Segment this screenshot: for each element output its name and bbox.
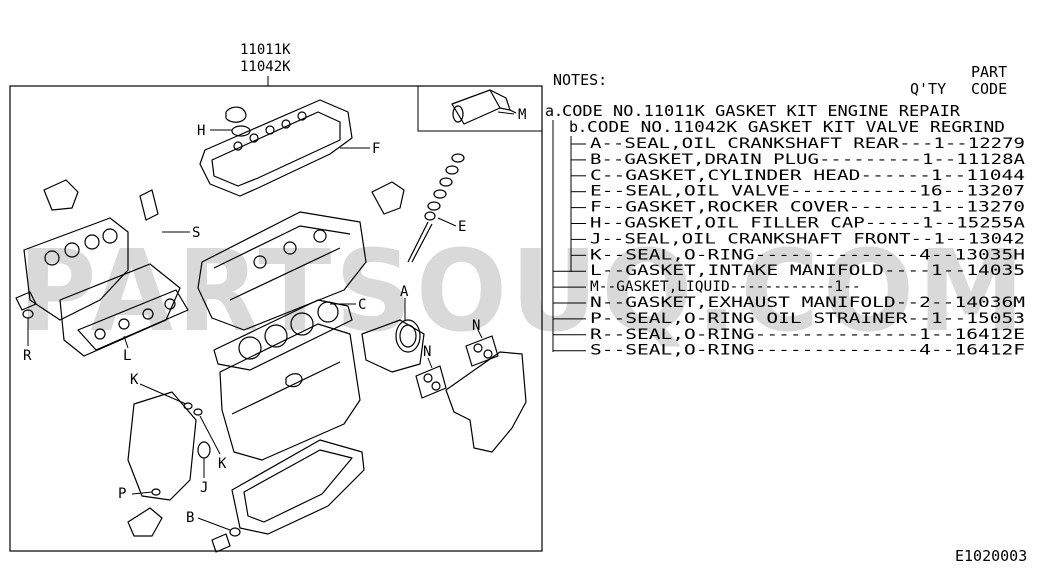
- leader-m: [497, 111, 515, 115]
- leader-p: [131, 491, 153, 495]
- oil-strainer-o-ring: [151, 488, 161, 496]
- parts-list-row: J--SEAL,OIL CRANKSHAFT FRONT--1--13042: [590, 231, 1025, 247]
- kit-code-11042k: 11042K: [240, 59, 291, 75]
- parts-list-row: C--GASKET,CYLINDER HEAD------1--11044: [590, 168, 1025, 184]
- o-ring-k1: [183, 402, 193, 410]
- kit-b-letter: b.: [569, 118, 587, 136]
- illustration-frame: [9, 85, 543, 552]
- exhaust-manifold-gasket-right: [465, 335, 499, 367]
- kit-a-description: CODE NO.11011K GASKET KIT ENGINE REPAIR: [562, 102, 961, 120]
- parts-tree-lines: [552, 120, 572, 352]
- liquid-gasket-tube: [451, 89, 517, 125]
- parts-list-row: P--SEAL,O-RING OIL STRAINER--1--15053: [590, 311, 1025, 327]
- leader-k1: [139, 383, 187, 405]
- parts-list-row: E--SEAL,OIL VALVE-----------16--13207: [590, 184, 1025, 200]
- valve-bracket: [371, 181, 405, 215]
- callout-l: L: [123, 348, 131, 364]
- oil-valve-seal: [407, 153, 465, 263]
- callout-b: B: [186, 510, 194, 526]
- callout-n1: N: [423, 344, 431, 360]
- callout-n2: N: [472, 318, 480, 334]
- parts-list-row: A--SEAL,OIL CRANKSHAFT REAR---1--12279: [590, 136, 1025, 152]
- qty-header: Q'TY: [910, 80, 946, 98]
- intake-manifold-gasket: [77, 289, 189, 351]
- leader-n2: [477, 329, 483, 339]
- o-ring-k2: [193, 408, 203, 416]
- drain-plug-gasket: [229, 527, 241, 537]
- crankshaft-rear-seal: [361, 319, 425, 373]
- callout-r: R: [23, 348, 32, 364]
- cylinder-block: [219, 323, 361, 461]
- callout-f: F: [372, 141, 380, 157]
- leader-e: [437, 217, 457, 227]
- leader-k2: [199, 415, 221, 455]
- liquid-gasket-inset-frame: [417, 86, 542, 132]
- oil-strainer: [127, 507, 163, 537]
- callout-j: J: [200, 480, 208, 496]
- sensor-r: [15, 291, 37, 311]
- watermark: PARTSOUQ.COM: [18, 227, 1028, 357]
- notes-label: NOTES:: [553, 71, 607, 89]
- parts-list-row: S--SEAL,O-RING--------------4--16412F: [590, 343, 1025, 359]
- parts-list-row: F--GASKET,ROCKER COVER-------1--13270: [590, 200, 1025, 216]
- exhaust-manifold: [445, 351, 527, 453]
- part-code-header-line1: PART: [971, 63, 1007, 81]
- cylinder-head: [197, 211, 367, 331]
- sensor-fitting: [139, 189, 159, 221]
- parts-list-row: K--SEAL,O-RING--------------4--13035H: [590, 247, 1025, 263]
- callout-e: E: [458, 219, 466, 235]
- callout-a: A: [400, 284, 409, 300]
- callout-s: S: [192, 225, 200, 241]
- cylinder-head-gasket: [213, 299, 353, 371]
- kit-b-description: CODE NO.11042K GASKET KIT VALVE REGRIND: [587, 118, 1005, 136]
- leader-b: [197, 517, 231, 531]
- figure-code: E1020003: [955, 547, 1027, 565]
- parts-tree-ticks: [553, 143, 586, 352]
- kit-a-letter: a.: [545, 102, 563, 120]
- leader-n1: [427, 357, 433, 369]
- kit-code-11011k: 11011K: [240, 42, 291, 58]
- parts-list-row: B--GASKET,DRAIN PLUG---------1--11128A: [590, 152, 1025, 168]
- callout-p: P: [118, 486, 126, 502]
- callout-k2: K: [218, 456, 227, 472]
- parts-list-row: L--GASKET,INTAKE MANIFOLD----1--14035: [590, 263, 1025, 279]
- parts-list: A--SEAL,OIL CRANKSHAFT REAR---1--12279B-…: [590, 136, 1025, 359]
- front-cover: [127, 391, 197, 501]
- callout-k1: K: [130, 372, 139, 388]
- parts-list-row: R--SEAL,O-RING--------------1--16412E: [590, 327, 1025, 343]
- crankshaft-front-seal: [197, 441, 211, 459]
- callout-h: H: [197, 123, 205, 139]
- rocker-cover-gasket: [199, 99, 353, 197]
- oil-pan: [231, 439, 365, 535]
- parts-list-row: N--GASKET,EXHAUST MANIFOLD--2--14036M: [590, 295, 1025, 311]
- callout-c: C: [358, 297, 366, 313]
- callout-m: M: [518, 107, 526, 123]
- drain-plug: [211, 533, 231, 553]
- exhaust-manifold-gasket-left: [415, 365, 447, 399]
- leader-l: [123, 335, 129, 349]
- oil-filler-cap-seal: [231, 125, 251, 137]
- part-code-header-line2: CODE: [971, 80, 1007, 98]
- parts-list-row: H--GASKET,OIL FILLER CAP-----1--15255A: [590, 216, 1025, 232]
- parts-list-row: M--GASKET,LIQUID------------1--: [590, 279, 861, 295]
- throttle-fitting: [43, 179, 79, 211]
